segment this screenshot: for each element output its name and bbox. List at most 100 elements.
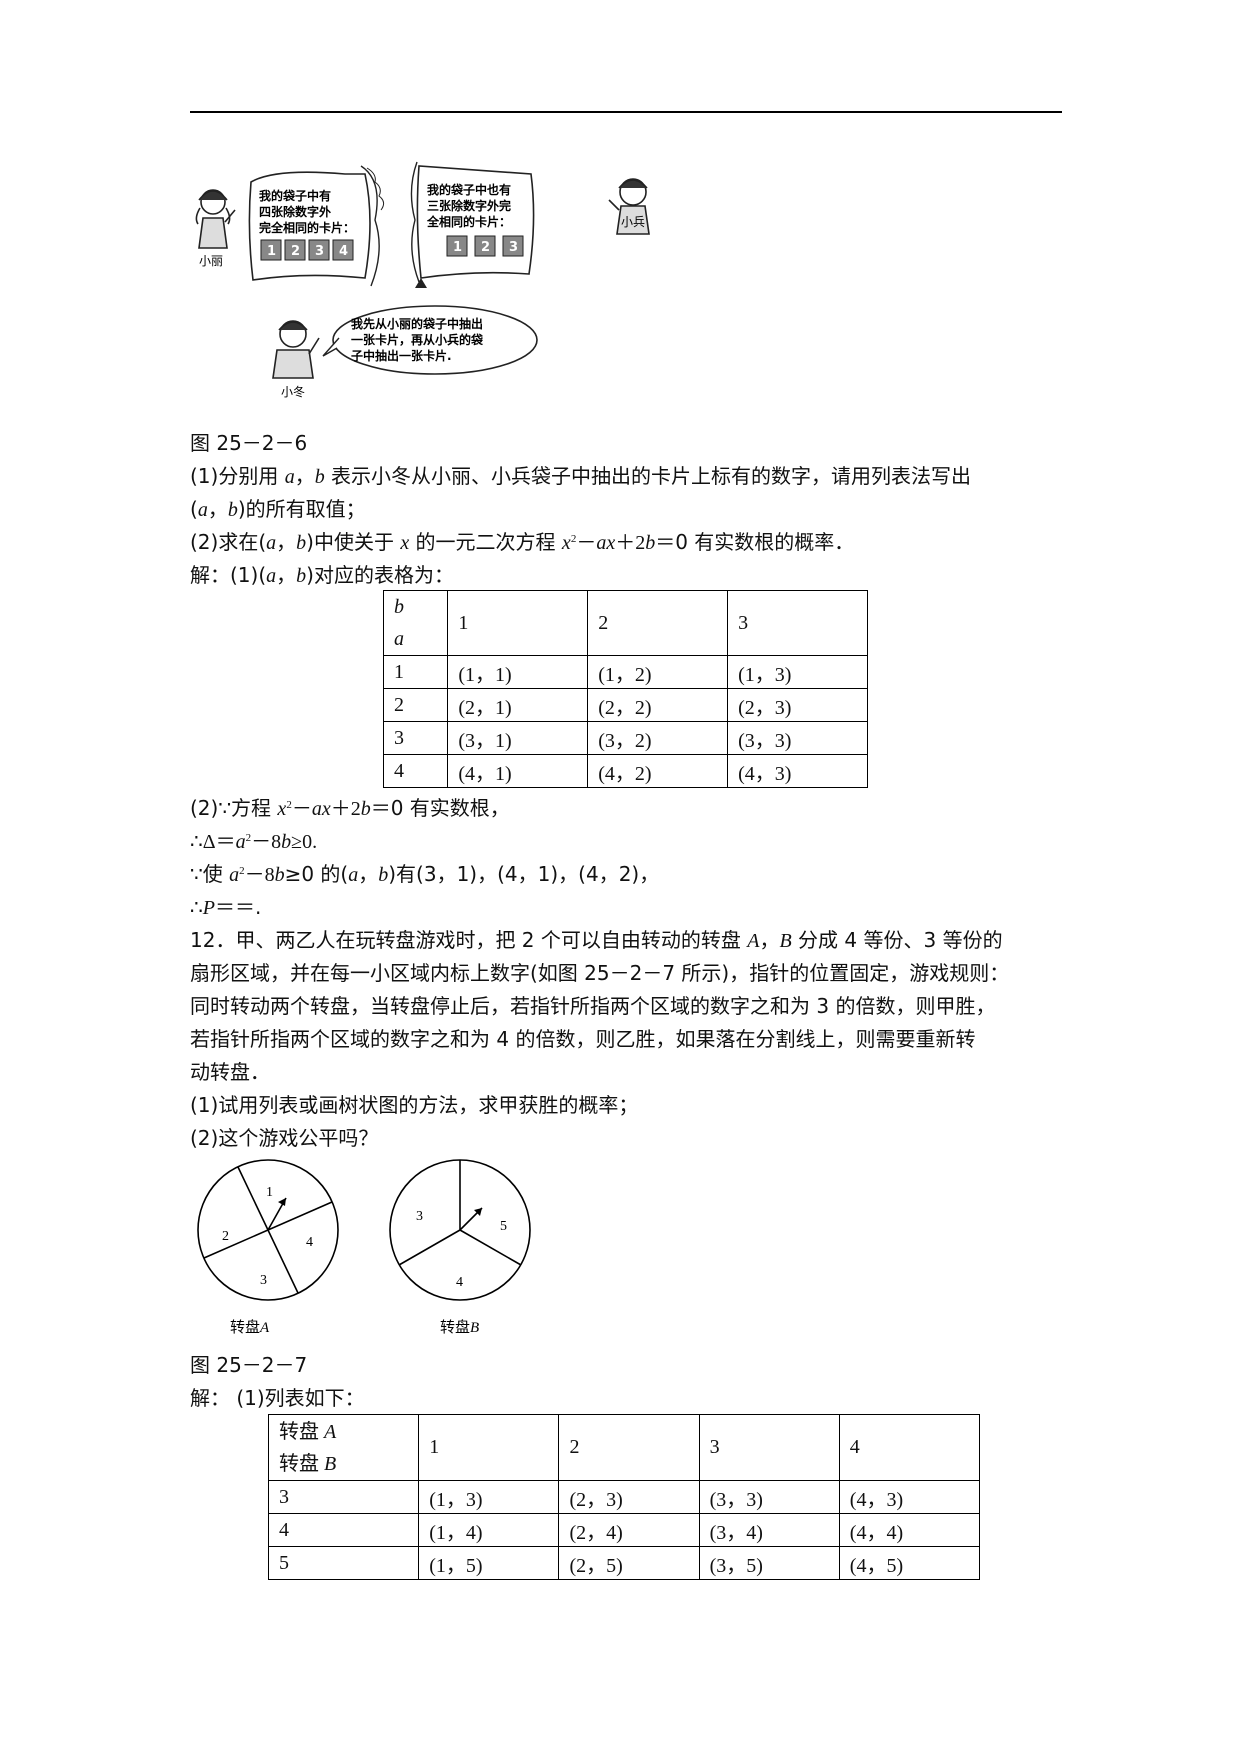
xiaoli-name: 小丽 [199,254,223,268]
row-label: 2 [382,688,449,722]
table-cell: (3，3) [698,1480,840,1514]
table-cell: (2，3) [727,688,868,722]
text: － [576,530,597,554]
var-b: b [645,532,656,554]
xiaodong-figure-icon [272,320,320,379]
var-a: a [229,864,240,886]
text: ＝0 有实数根的概率． [655,530,855,554]
text: (2)∵方程 [190,796,278,820]
col-header: 1 [418,1414,560,1481]
text: ∴ [190,895,203,919]
var-b: b [378,864,389,886]
spinner-b-num-5: 5 [500,1219,507,1234]
table-cell: (1，2) [587,655,729,689]
var-b: b [296,565,307,587]
table-cell: (1，5) [418,1546,560,1580]
table-row: 3 (1，3) (2，3) (3，3) (4，3) [267,1480,981,1514]
xiaodong-speech-bubble: 我先从小丽的袋子中抽出 一张卡片，再从小兵的袋 子中抽出一张卡片. [322,305,538,375]
xiaobing-scroll: 我的袋子中也有 三张除数字外完 全相同的卡片： 1 2 3 [410,161,535,288]
text: ＋2 [330,798,361,820]
col-header: 1 [447,590,589,656]
text: －8 [251,831,282,853]
text: 转盘 [279,1420,324,1443]
q11-solution-intro: 解：(1)(a，b)对应的表格为： [190,559,454,593]
table-cell: (4，4) [838,1513,981,1547]
xiaobing-name: 小兵 [621,215,645,229]
header-rule [190,111,1062,113]
exponent: 2 [239,865,245,877]
xiaoli-cards: 1 2 3 4 [260,239,354,261]
xiaoli-card-2: 2 [291,244,300,259]
table-row: 5 (1，5) (2，5) (3，5) (4，5) [267,1546,981,1580]
table-cell: (1，3) [727,655,868,689]
table-cell: (2，5) [558,1546,700,1580]
row-label: 4 [382,754,449,788]
col-header: 3 [698,1414,840,1481]
xiaoli-bubble-line-2: 四张除数字外 [259,204,331,219]
q11-part2: (2)求在(a，b)中使关于 x 的一元二次方程 x2－ax＋2b＝0 有实数根… [190,526,854,560]
table-cell: (3，1) [447,721,589,755]
var-b: b [360,798,371,820]
text: ， [294,464,315,488]
xiaobing-card-1: 1 [453,240,462,255]
text: )有(3，1)，(4，1)，(4，2)， [388,862,660,886]
table-cell: (4，3) [838,1480,981,1514]
text: (1)分别用 [190,464,285,488]
text: ( [190,497,198,521]
row-label: 3 [267,1480,420,1514]
row-label: 1 [382,655,449,689]
text: ＋2 [615,532,646,554]
q11-part1-line1: (1)分别用 a，b 表示小冬从小丽、小兵袋子中抽出的卡片上标有的数字，请用列表… [190,460,971,494]
var-A: A [747,930,760,952]
row-label: 5 [267,1546,420,1580]
exponent: 2 [570,533,577,545]
var-b: b [281,831,292,853]
xiaobing-card-2: 2 [481,240,490,255]
q12-solution-intro: 解： (1)列表如下： [190,1386,365,1410]
text: ， [276,563,297,587]
text: ＝0 有实数根， [370,796,510,820]
xiaobing-bubble-line-3: 全相同的卡片： [426,214,511,229]
xiaoli-bubble-line-1: 我的袋子中有 [259,188,331,203]
cartoon-illustration: 小丽 我的袋子中有 四张除数字外 完全相同的卡片： 1 2 3 4 我的袋子中也… [195,161,650,399]
text: (2)求在( [190,530,267,554]
spinner-a: 1 2 3 4 [197,1159,339,1301]
text: )对应的表格为： [306,563,454,587]
col-header: 2 [558,1414,700,1481]
var-b: b [274,864,285,886]
col-header: 2 [587,590,729,656]
text: 表示小冬从小丽、小兵袋子中抽出的卡片上标有的数字，请用列表法写出 [324,464,972,488]
var-b: b [296,532,307,554]
table-cell: (3，2) [587,721,729,755]
q12-line2: 扇形区域，并在每一小区域内标上数字(如图 25－2－7 所示)，指针的位置固定，… [190,961,1010,985]
text: )的所有取值； [237,497,366,521]
var-ax: ax [596,532,616,554]
table-cell: (3，3) [727,721,868,755]
var-a: a [235,831,246,853]
q12-part1: (1)试用列表或画树状图的方法，求甲获胜的概率； [190,1093,639,1117]
var-B: B [324,1452,337,1475]
text: 转盘 [440,1318,470,1336]
xiaoli-card-3: 3 [315,244,324,259]
table-cell: (4，2) [587,754,729,788]
xiaobing-bubble-line-1: 我的袋子中也有 [427,182,511,197]
var-a: a [348,864,359,886]
corner-b: b [394,596,404,618]
spinner-b-num-4: 4 [456,1275,463,1290]
row-label: 4 [267,1513,420,1547]
var-a: a [284,466,295,488]
spinners-figure: 1 2 3 4 转盘A 3 4 5 转盘B [197,1159,531,1336]
table-cell: (1，1) [447,655,589,689]
var-a: a [266,532,277,554]
table-row: 1 (1，1) (1，2) (1，3) [382,655,868,689]
spinner-a-num-4: 4 [306,1235,313,1250]
table-cell: (3，5) [698,1546,840,1580]
table-row: 4 (1，4) (2，4) (3，4) (4，4) [267,1513,981,1547]
q11-sol-line1: (2)∵方程 x2－ax＋2b＝0 有实数根， [190,792,510,826]
var-ax: ax [311,798,331,820]
q12-line1: 12．甲、两乙人在玩转盘游戏时，把 2 个可以自由转动的转盘 A，B 分成 4 … [190,924,1003,958]
